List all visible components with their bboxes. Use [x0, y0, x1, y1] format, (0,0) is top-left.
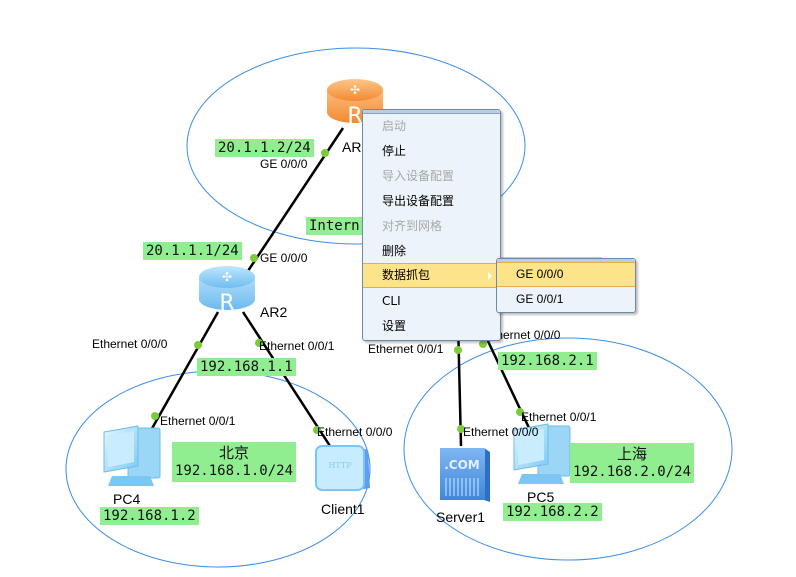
menu-item-import-config[interactable]: 导入设备配置 [382, 169, 455, 183]
port-label: Ethernet 0/0/1 [521, 410, 597, 424]
svg-text:R: R [219, 291, 234, 316]
link-sh-server1[interactable] [456, 319, 463, 447]
svg-text:✣: ✣ [350, 83, 360, 97]
port-label: Ethernet 0/0/1 [368, 342, 444, 356]
port-dot [194, 341, 202, 349]
port-dot [457, 425, 465, 433]
ip-label: 20.1.1.2/24 [215, 139, 314, 157]
device-name-ar2: AR2 [260, 304, 288, 320]
ip-label: 20.1.1.1/24 [143, 242, 242, 260]
port-label: Ethernet 0/0/0 [485, 328, 561, 342]
menu-item-capture-label: 数据抓包 [382, 268, 431, 282]
ip-label-pc4: 192.168.1.2 [100, 507, 199, 525]
pc-icon[interactable] [513, 423, 571, 484]
port-label: Ethernet 0/0/0 [92, 337, 168, 351]
port-dot [516, 408, 524, 416]
zone-shanghai [403, 337, 733, 561]
menu-item-settings[interactable]: 设置 [382, 319, 407, 333]
port-label: Ethernet 0/0/0 [317, 425, 393, 439]
zone-subnet-beijing: 192.168.1.0/24 [175, 463, 294, 479]
ip-label: 192.168.1.1 [197, 358, 296, 376]
port-dot [454, 346, 462, 354]
router-icon[interactable]: ✣ R [199, 266, 255, 316]
zone-name-beijing: 北京 [219, 444, 250, 462]
http-icon-text: HTTP [328, 461, 352, 470]
svg-text:.COM: .COM [444, 458, 480, 472]
menu-item-capture[interactable]: 数据抓包 [363, 263, 500, 288]
link-ar2-client1[interactable] [241, 311, 332, 447]
link-ar2-pc4[interactable] [148, 311, 220, 433]
port-label: GE 0/0/0 [260, 251, 308, 265]
menu-item-cli[interactable]: CLI [382, 294, 401, 308]
menu-item-delete[interactable]: 删除 [382, 244, 407, 258]
server-icon[interactable]: .COM [440, 448, 490, 502]
submenu-item-ge000[interactable]: GE 0/0/0 [497, 262, 635, 287]
submenu-arrow-icon [488, 272, 492, 280]
port-dot [479, 340, 487, 348]
svg-text:R: R [347, 104, 362, 129]
port-dot [151, 412, 159, 420]
device-name-pc4: PC4 [113, 491, 141, 507]
svg-text:✣: ✣ [222, 270, 232, 284]
device-name-server1: Server1 [436, 509, 486, 525]
capture-submenu: GE 0/0/0 GE 0/0/1 [496, 258, 636, 313]
port-label: Ethernet 0/0/1 [160, 414, 236, 428]
port-dot [250, 254, 258, 262]
port-label: Ethernet 0/0/0 [463, 425, 539, 439]
menu-top-bar [363, 110, 500, 114]
zone-internet [186, 47, 526, 245]
zone-label-shanghai: 上海 192.168.2.0/24 [570, 443, 695, 483]
device-name-ar: AR [342, 139, 362, 155]
port-dot [321, 149, 329, 157]
menu-item-align-grid[interactable]: 对齐到网格 [382, 219, 443, 233]
menu-item-export-config[interactable]: 导出设备配置 [382, 194, 455, 208]
pc-icon[interactable] [103, 425, 161, 486]
port-dot [313, 426, 321, 434]
port-label: GE 0/0/0 [260, 157, 308, 171]
ip-label: 192.168.2.1 [498, 352, 597, 370]
device-name-client1: Client1 [321, 501, 365, 517]
menu-item-start[interactable]: 启动 [382, 119, 407, 133]
zone-name-shanghai: 上海 [617, 445, 648, 463]
ip-label-pc5: 192.168.2.2 [503, 503, 602, 521]
port-label: Ethernet 0/0/1 [259, 339, 335, 353]
port-dot [255, 339, 263, 347]
http-client-icon[interactable]: HTTP [315, 445, 370, 491]
context-menu: 启动 停止 导入设备配置 导出设备配置 对齐到网格 删除 数据抓包 CLI 设置 [362, 109, 501, 341]
submenu-item-ge001[interactable]: GE 0/0/1 [516, 292, 564, 306]
zone-label-beijing: 北京 192.168.1.0/24 [172, 442, 297, 482]
menu-item-stop[interactable]: 停止 [382, 144, 407, 158]
device-name-pc5: PC5 [527, 489, 555, 505]
zone-subnet-shanghai: 192.168.2.0/24 [573, 464, 692, 480]
zone-label-internet: Intern [306, 217, 363, 235]
